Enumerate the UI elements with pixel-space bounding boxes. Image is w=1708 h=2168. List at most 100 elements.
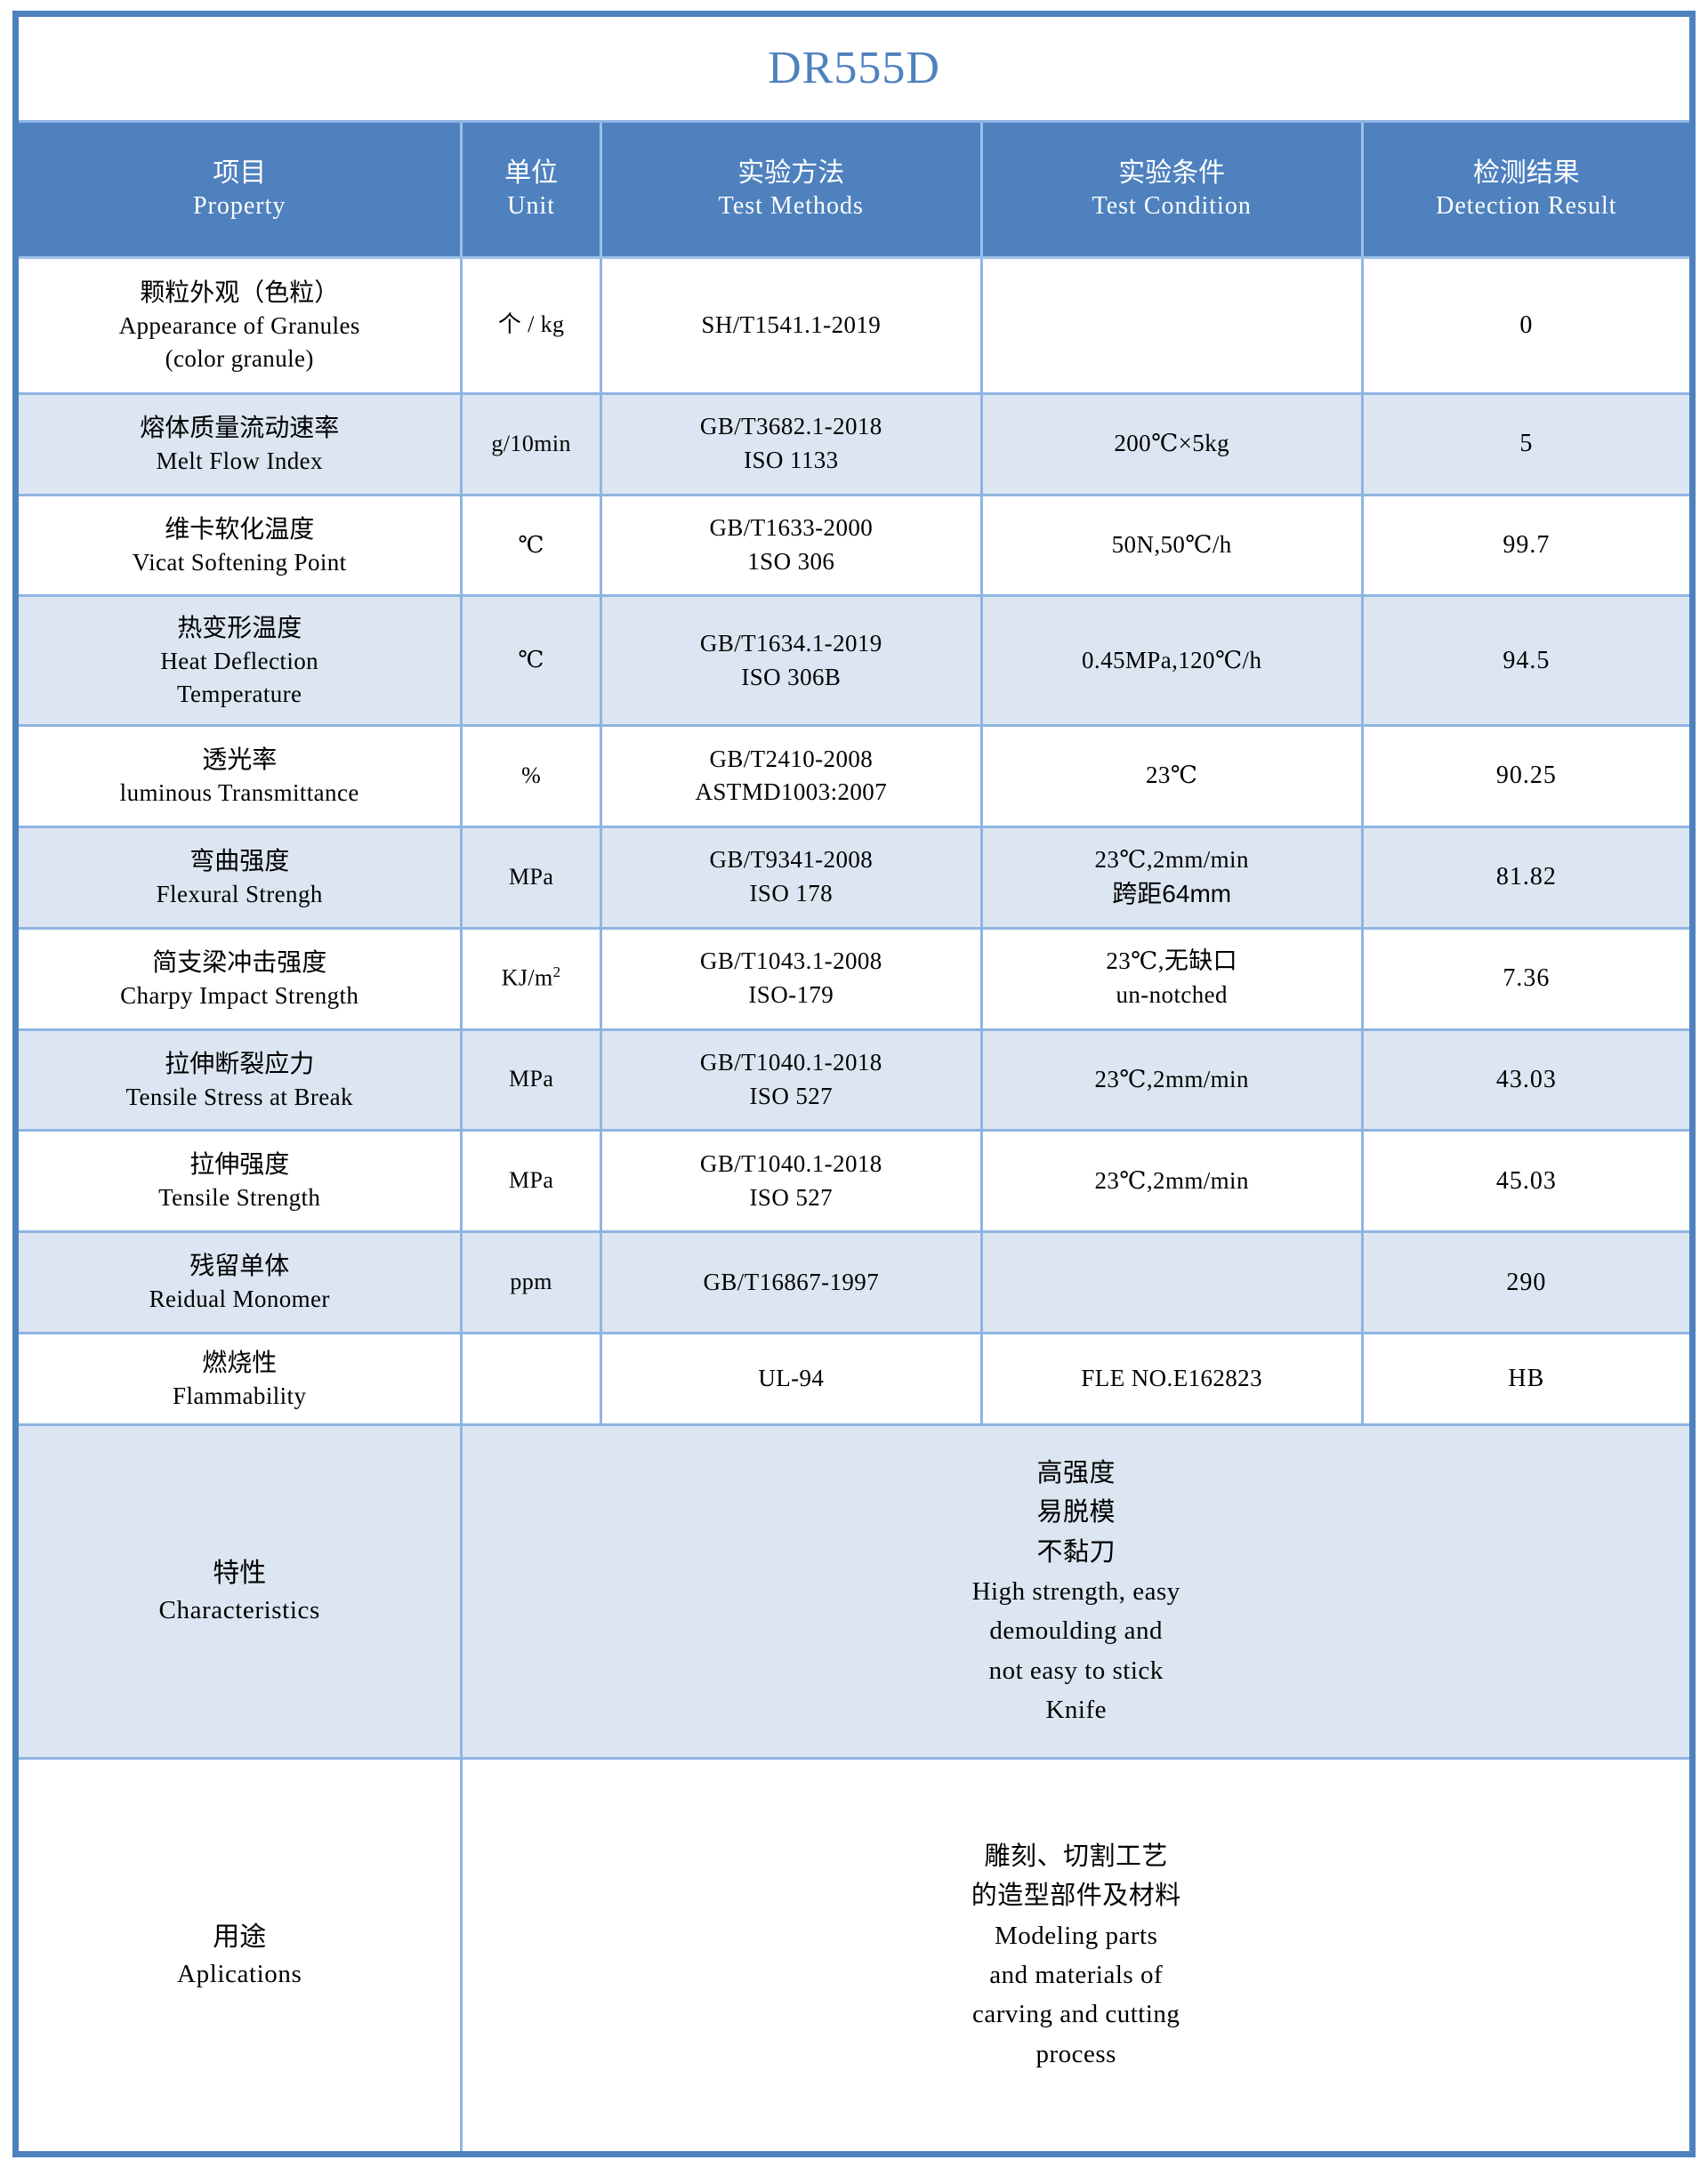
row-result: 90.25 xyxy=(1360,723,1695,828)
row-condition: 23℃,2mm/min xyxy=(979,1028,1364,1132)
row-result: 5 xyxy=(1360,391,1695,496)
row-unit: KJ/m2 xyxy=(460,926,602,1031)
property-en: Tensile Stress at Break xyxy=(125,1083,353,1110)
property-cn: 拉伸强度 xyxy=(189,1150,290,1179)
condition-line-1: 0.45MPa,120℃/h xyxy=(1082,646,1262,673)
method-line-1: GB/T16867-1997 xyxy=(703,1268,880,1295)
row-condition: 50N,50℃/h xyxy=(979,493,1364,598)
header-detection-result: 检测结果 Detection Result xyxy=(1360,121,1695,259)
result-value: 94.5 xyxy=(1503,646,1551,674)
page-title: DR555D xyxy=(768,42,940,93)
table-row: 弯曲强度 Flexural Strengh MPa GB/T9341-2008 … xyxy=(13,825,1695,930)
table-row: 残留单体 Reidual Monomer ppm GB/T16867-1997 … xyxy=(13,1230,1695,1335)
property-cn: 颗粒外观（色粒） xyxy=(140,278,340,306)
property-en2: (color granule) xyxy=(165,344,314,372)
method-line-2: ISO 1133 xyxy=(744,447,839,474)
table-row: 简支梁冲击强度 Charpy Impact Strength KJ/m2 GB/… xyxy=(13,926,1695,1031)
property-cn: 燃烧性 xyxy=(202,1348,278,1376)
title-cell: DR555D xyxy=(15,13,1693,123)
property-en: luminous Transmittance xyxy=(119,779,359,807)
result-value: 0 xyxy=(1519,310,1534,339)
property-en: Flexural Strengh xyxy=(156,880,323,907)
row-property: 弯曲强度 Flexural Strengh xyxy=(13,825,463,930)
row-unit: ℃ xyxy=(460,594,602,727)
row-method: GB/T1040.1-2018 ISO 527 xyxy=(599,1129,983,1234)
header-test-condition: 实验条件 Test Condition xyxy=(979,121,1364,259)
applications-en-3: carving and cutting xyxy=(972,2000,1180,2029)
applications-cn-1: 雕刻、切割工艺 xyxy=(984,1842,1168,1871)
property-en: Appearance of Granules xyxy=(118,312,360,340)
property-en: Charpy Impact Strength xyxy=(120,981,359,1009)
property-cn: 熔体质量流动速率 xyxy=(140,413,340,441)
row-property: 熔体质量流动速率 Melt Flow Index xyxy=(13,391,463,496)
header-property-en: Property xyxy=(192,192,286,221)
unit-value: ℃ xyxy=(518,531,544,558)
header-result-cn: 检测结果 xyxy=(1472,158,1580,189)
condition-line-1: 23℃,2mm/min xyxy=(1094,846,1249,874)
condition-line-1: 200℃×5kg xyxy=(1114,430,1230,457)
result-value: 290 xyxy=(1506,1268,1547,1296)
table-row: 颗粒外观（色粒） Appearance of Granules (color g… xyxy=(13,255,1695,395)
row-condition: 23℃,无缺口 un-notched xyxy=(979,926,1364,1031)
method-line-1: GB/T1040.1-2018 xyxy=(699,1049,882,1076)
method-line-1: GB/T3682.1-2018 xyxy=(699,413,882,440)
result-value: 5 xyxy=(1519,430,1534,458)
characteristics-cn-1: 高强度 xyxy=(1036,1458,1116,1487)
row-result: 94.5 xyxy=(1360,594,1695,727)
method-line-1: GB/T2410-2008 xyxy=(709,745,874,772)
row-property: 热变形温度 Heat Deflection Temperature xyxy=(13,594,463,727)
condition-line-2: 跨距64mm xyxy=(1112,880,1232,908)
row-unit: MPa xyxy=(460,1129,602,1234)
row-method: GB/T2410-2008 ASTMD1003:2007 xyxy=(599,723,983,828)
result-value: 45.03 xyxy=(1495,1166,1557,1195)
row-condition xyxy=(979,1230,1364,1335)
characteristics-en-3: not easy to stick xyxy=(988,1656,1164,1685)
applications-label-cn: 用途 xyxy=(213,1922,267,1952)
header-condition-en: Test Condition xyxy=(1092,192,1252,221)
row-unit xyxy=(460,1332,602,1427)
characteristics-label: 特性 Characteristics xyxy=(13,1423,463,1760)
characteristics-en-2: demoulding and xyxy=(989,1616,1164,1646)
condition-line-1: 23℃,无缺口 xyxy=(1106,947,1238,975)
row-unit: MPa xyxy=(460,1028,602,1132)
table-row: 燃烧性 Flammability UL-94 FLE NO.E162823 HB xyxy=(13,1332,1695,1427)
characteristics-en-4: Knife xyxy=(1045,1695,1107,1724)
condition-line-2: un-notched xyxy=(1116,981,1228,1009)
condition-line-1: 23℃ xyxy=(1145,762,1198,789)
method-line-1: GB/T1040.1-2018 xyxy=(699,1150,882,1177)
property-cn: 透光率 xyxy=(202,745,278,773)
table-row: 透光率 luminous Transmittance % GB/T2410-20… xyxy=(13,723,1695,828)
property-cn: 维卡软化温度 xyxy=(165,514,315,543)
applications-en-2: and materials of xyxy=(989,1960,1164,1989)
row-method: GB/T9341-2008 ISO 178 xyxy=(599,825,983,930)
method-line-2: ISO-179 xyxy=(748,981,834,1009)
row-method: GB/T3682.1-2018 ISO 1133 xyxy=(599,391,983,496)
row-condition: FLE NO.E162823 xyxy=(979,1332,1364,1427)
unit-value: 个 / kg xyxy=(497,311,565,338)
characteristics-content: 高强度 易脱模 不黏刀 High strength, easy demouldi… xyxy=(460,1423,1694,1760)
header-unit-cn: 单位 xyxy=(504,158,559,189)
result-value: 99.7 xyxy=(1503,531,1551,560)
characteristics-row: 特性 Characteristics 高强度 易脱模 不黏刀 High stre… xyxy=(13,1423,1694,1760)
property-en: Heat Deflection xyxy=(160,648,319,674)
title-row: DR555D xyxy=(15,13,1693,123)
table-row: 拉伸断裂应力 Tensile Stress at Break MPa GB/T1… xyxy=(13,1028,1695,1132)
row-method: GB/T16867-1997 xyxy=(599,1230,983,1335)
property-en2: Temperature xyxy=(176,680,302,707)
row-method: SH/T1541.1-2019 xyxy=(599,255,983,395)
header-test-methods: 实验方法 Test Methods xyxy=(599,121,983,259)
unit-value: ppm xyxy=(510,1269,552,1295)
unit-value: MPa xyxy=(508,1167,554,1194)
property-cn: 拉伸断裂应力 xyxy=(165,1049,315,1077)
characteristics-label-en: Characteristics xyxy=(158,1595,320,1624)
row-method: GB/T1040.1-2018 ISO 527 xyxy=(599,1028,983,1132)
row-result: 81.82 xyxy=(1360,825,1695,930)
characteristics-en-1: High strength, easy xyxy=(971,1576,1180,1606)
property-cn: 残留单体 xyxy=(189,1252,290,1280)
row-unit: MPa xyxy=(460,825,602,930)
characteristics-label-cn: 特性 xyxy=(213,1558,267,1588)
result-value: 90.25 xyxy=(1495,762,1557,790)
header-property: 项目 Property xyxy=(13,121,463,259)
condition-line-1: FLE NO.E162823 xyxy=(1081,1365,1262,1392)
row-property: 简支梁冲击强度 Charpy Impact Strength xyxy=(13,926,463,1031)
